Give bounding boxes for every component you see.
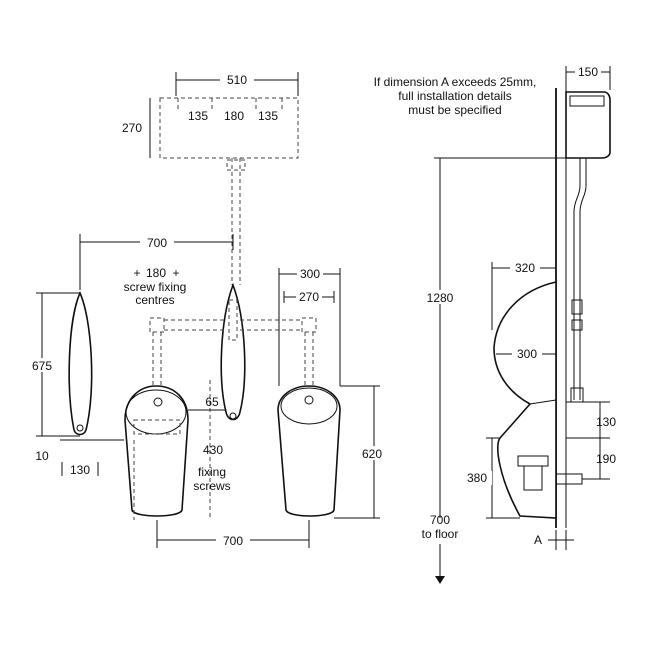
label-430: 430 bbox=[203, 443, 223, 457]
note-line-1: If dimension A exceeds 25mm, bbox=[374, 75, 537, 89]
connecting-pipework bbox=[149, 317, 317, 390]
installation-note: If dimension A exceeds 25mm, full instal… bbox=[374, 75, 537, 117]
urinal-side-profile-centre bbox=[220, 282, 246, 421]
dim-centres-bottom: 700 bbox=[156, 520, 310, 548]
dim-rim-380: 380 bbox=[462, 437, 520, 519]
label-screws: screws bbox=[193, 479, 230, 493]
label-to-floor: to floor bbox=[422, 527, 459, 541]
dim-fixing-screws: 430 fixing screws bbox=[193, 443, 230, 493]
dim-a: A bbox=[534, 530, 574, 550]
dim-centres-top: 700 bbox=[79, 234, 234, 290]
label-190: 190 bbox=[596, 452, 616, 466]
note-line-3: must be specified bbox=[408, 103, 501, 117]
urinal-side-elevation bbox=[493, 281, 583, 519]
label-700-top: 700 bbox=[147, 236, 167, 250]
dim-total-height: 1280 bbox=[422, 157, 566, 518]
label-130-side: 130 bbox=[70, 463, 90, 477]
arrow-down-icon bbox=[435, 576, 445, 584]
dim-trap-190: 190 bbox=[582, 438, 616, 480]
label-510: 510 bbox=[227, 73, 247, 87]
label-centres: centres bbox=[135, 293, 174, 307]
label-700-bottom: 700 bbox=[223, 534, 243, 548]
label-1280: 1280 bbox=[427, 291, 454, 305]
label-700-floor: 700 bbox=[430, 513, 450, 527]
label-675: 675 bbox=[32, 359, 52, 373]
label-180-cistern: 180 bbox=[224, 109, 244, 123]
dim-screw-centres: + + 180 screw fixing centres bbox=[124, 266, 187, 307]
label-320: 320 bbox=[515, 261, 535, 275]
dim-to-floor: 700 to floor bbox=[422, 513, 459, 584]
label-a: A bbox=[534, 533, 542, 547]
dim-profile-320: 320 bbox=[491, 261, 556, 330]
dim-wall-depth: 150 bbox=[565, 65, 611, 90]
label-270-height: 270 bbox=[122, 121, 142, 135]
label-65: 65 bbox=[205, 395, 219, 409]
note-line-2: full installation details bbox=[398, 89, 511, 103]
label-620: 620 bbox=[362, 447, 382, 461]
urinal-bowl-left bbox=[124, 380, 211, 520]
label-300-width: 300 bbox=[300, 267, 320, 281]
label-380: 380 bbox=[467, 471, 487, 485]
dim-cistern-fixings: 135 180 135 bbox=[188, 109, 278, 123]
label-10: 10 bbox=[35, 449, 49, 463]
label-screw-fixing: screw fixing bbox=[124, 280, 187, 294]
label-180-screws: 180 bbox=[146, 266, 166, 280]
cistern-front-view bbox=[159, 97, 299, 285]
dim-side-bottom: 10 bbox=[35, 439, 124, 463]
label-270-inner: 270 bbox=[299, 290, 319, 304]
dim-side-depth: 130 bbox=[61, 462, 99, 477]
dim-bowl-width: 300 bbox=[278, 267, 341, 386]
wall bbox=[555, 88, 567, 528]
dim-bowl-inner: 270 bbox=[283, 290, 335, 304]
dim-profile-300: 300 bbox=[496, 347, 556, 361]
dim-offset-65: 65 bbox=[188, 395, 226, 411]
label-130-trap: 130 bbox=[596, 415, 616, 429]
label-135-left: 135 bbox=[188, 109, 208, 123]
label-fixing: fixing bbox=[198, 465, 226, 479]
label-150: 150 bbox=[578, 65, 598, 79]
dim-cistern-width: 510 bbox=[175, 72, 299, 96]
dim-bowl-height: 620 bbox=[334, 385, 388, 519]
dim-side-height: 675 bbox=[28, 292, 80, 437]
cistern-side-view bbox=[565, 91, 611, 403]
urinal-bowl-right bbox=[277, 385, 341, 517]
dim-trap-130: 130 bbox=[566, 401, 616, 439]
dim-cistern-height: 270 bbox=[122, 98, 151, 158]
svg-text:+: + bbox=[172, 266, 179, 280]
urinal-side-profile-left bbox=[68, 291, 93, 436]
svg-text:+: + bbox=[133, 266, 140, 280]
label-135-right: 135 bbox=[258, 109, 278, 123]
label-300-profile: 300 bbox=[517, 347, 537, 361]
